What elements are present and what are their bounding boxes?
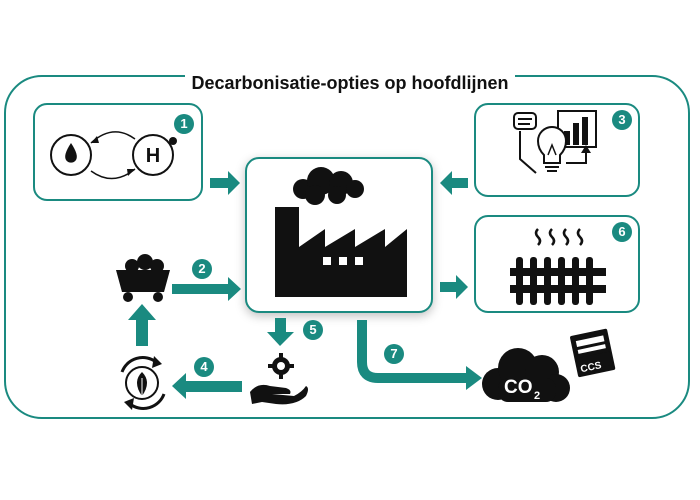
arrow-3-left xyxy=(440,171,468,195)
co2-subscript: 2 xyxy=(534,390,540,402)
arrow-up-biomass xyxy=(128,304,156,346)
hand-gear-icon xyxy=(250,353,308,405)
badge-3: 3 xyxy=(612,110,632,130)
arrow-1-right xyxy=(210,171,240,195)
arrow-2-right xyxy=(172,277,241,301)
badge-1: 1 xyxy=(174,114,194,134)
hydrogen-symbol: H xyxy=(146,145,160,167)
arrow-4-left xyxy=(172,373,242,399)
ccs-document-icon xyxy=(570,328,616,378)
badge-5: 5 xyxy=(303,320,323,340)
arrow-6-right xyxy=(440,275,468,299)
badge-7: 7 xyxy=(384,344,404,364)
badge-6: 6 xyxy=(612,222,632,242)
arrow-5-down xyxy=(267,318,294,346)
co2-label: CO xyxy=(504,377,533,398)
diagram-title: Decarbonisatie-opties op hoofdlijnen xyxy=(0,73,700,94)
arrow-7-bent xyxy=(357,320,482,390)
badge-4: 4 xyxy=(194,357,214,377)
biomass-cycle-icon xyxy=(120,356,166,410)
coal-cart-icon xyxy=(116,254,170,302)
ccs-label: CCS xyxy=(580,360,603,375)
water-hydrogen-icon: H xyxy=(50,131,177,180)
factory-icon xyxy=(275,167,407,297)
co2-cloud-icon xyxy=(482,348,570,402)
radiator-icon xyxy=(510,228,606,305)
badge-2: 2 xyxy=(192,259,212,279)
lightbulb-data-icon xyxy=(513,110,597,174)
